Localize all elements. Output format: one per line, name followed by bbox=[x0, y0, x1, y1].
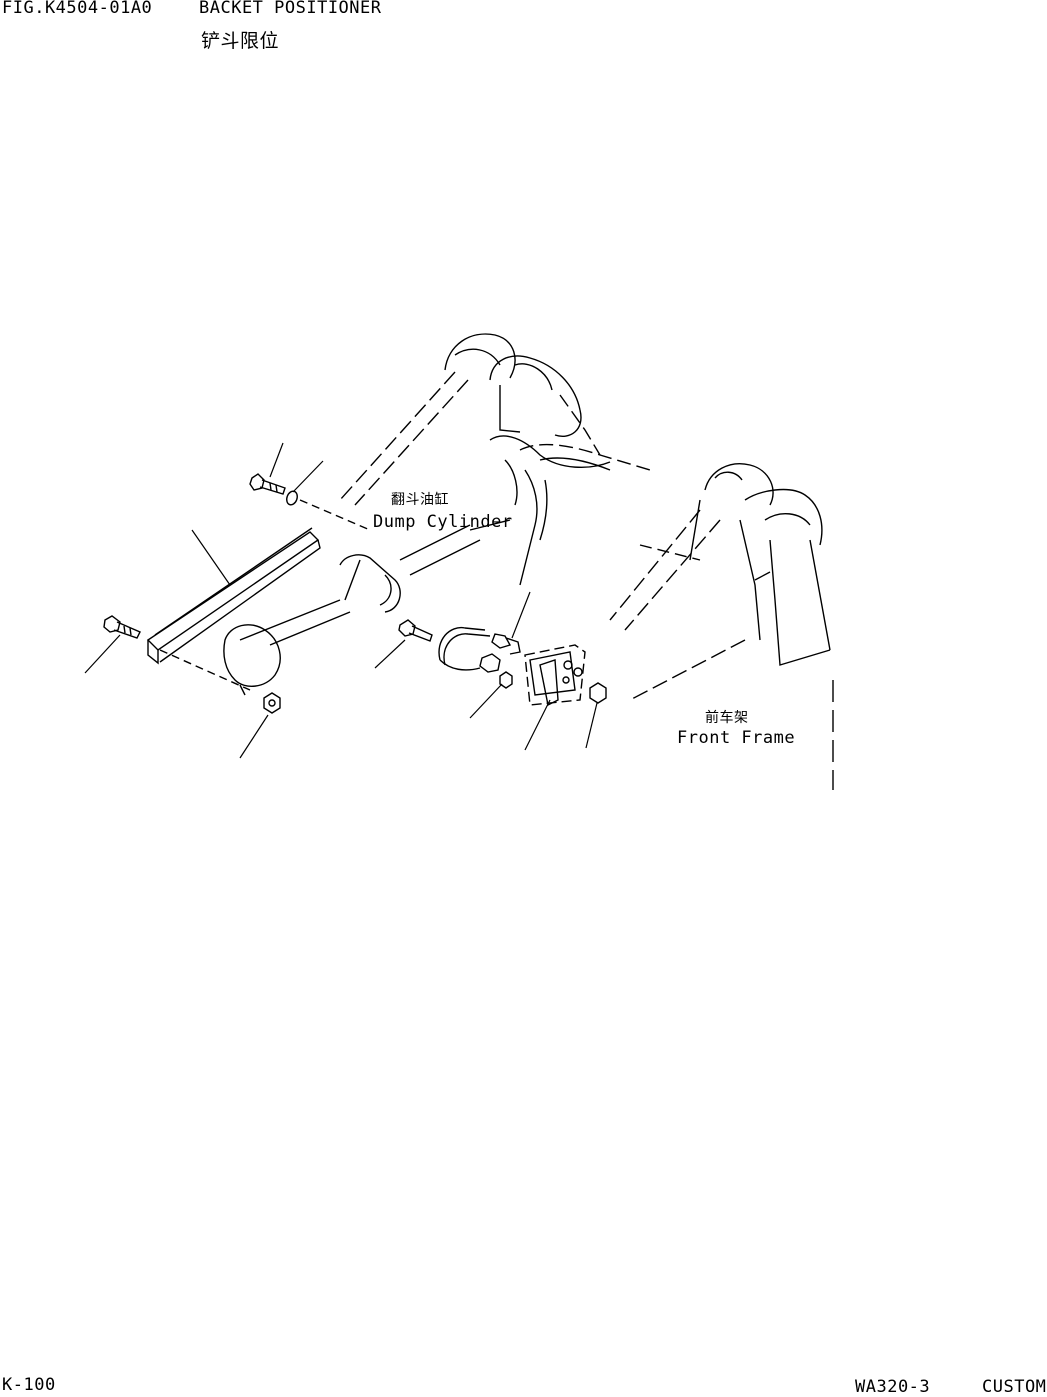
nut-bottom bbox=[263, 692, 281, 714]
positioner-rod bbox=[146, 499, 371, 691]
bolt-middle bbox=[398, 619, 433, 642]
switch-bracket bbox=[524, 644, 586, 707]
nut-right bbox=[589, 682, 607, 704]
small-nut bbox=[499, 671, 513, 689]
washer-top bbox=[286, 490, 298, 506]
dump-cylinder-label-chinese: 翻斗油缸 bbox=[391, 492, 449, 508]
figure-title-chinese: 铲斗限位 bbox=[201, 30, 280, 52]
leader-lines bbox=[84, 442, 598, 759]
page-number: K-100 bbox=[2, 1375, 56, 1395]
model-code: WA320-3 bbox=[855, 1377, 931, 1397]
dump-cylinder bbox=[223, 519, 511, 696]
bolt-left bbox=[103, 615, 141, 639]
loader-arm-outline bbox=[339, 333, 651, 586]
figure-number: FIG.K4504-01A0 bbox=[2, 0, 153, 18]
bolt-top bbox=[249, 473, 286, 495]
front-frame-outline bbox=[609, 463, 834, 790]
front-frame-label: Front Frame bbox=[677, 728, 796, 748]
positioner-switch bbox=[438, 626, 521, 673]
front-frame-label-chinese: 前车架 bbox=[705, 710, 749, 726]
dump-cylinder-label: Dump Cylinder bbox=[373, 512, 513, 532]
edition-label: CUSTOM bbox=[982, 1377, 1047, 1397]
figure-title: BACKET POSITIONER bbox=[199, 0, 382, 18]
